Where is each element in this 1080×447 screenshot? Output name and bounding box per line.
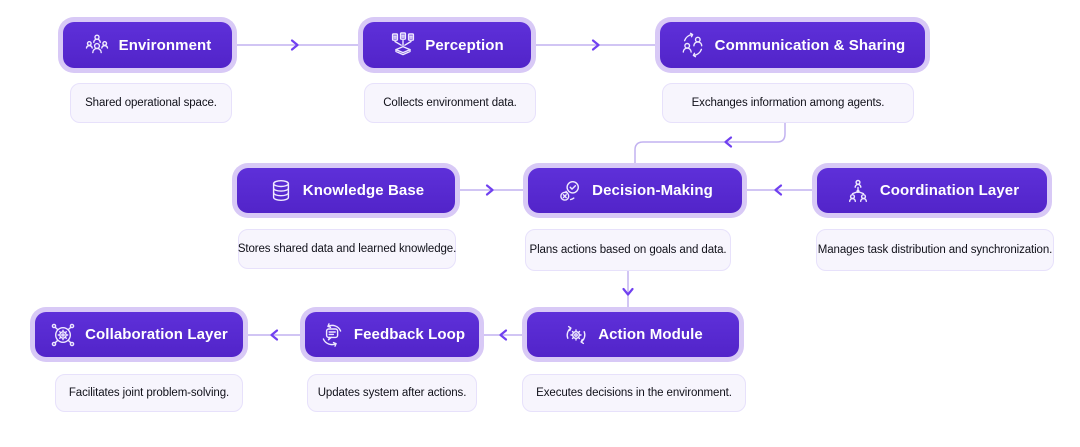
group-people-icon — [84, 32, 110, 58]
data-collection-icon — [390, 32, 416, 58]
database-icon — [268, 178, 294, 204]
node-coordination-layer[interactable]: Coordination Layer — [812, 163, 1052, 218]
node-perception[interactable]: Perception — [358, 17, 536, 73]
arrowhead-right-icon — [485, 184, 494, 196]
node-label: Coordination Layer — [879, 182, 1020, 199]
arrowhead-right-icon — [591, 39, 600, 51]
node-label: Environment — [118, 36, 212, 54]
node-environment[interactable]: Environment — [58, 17, 237, 73]
people-sync-icon — [680, 32, 706, 58]
org-chart-people-icon — [845, 178, 871, 204]
arrowhead-left-icon — [774, 184, 783, 196]
arrowhead-left-icon — [724, 136, 733, 148]
node-label: Action Module — [598, 326, 703, 343]
node-collaboration-layer[interactable]: Collaboration Layer — [30, 307, 248, 362]
description-feedback-loop: Updates system after actions. — [307, 374, 477, 412]
node-label: Collaboration Layer — [85, 326, 228, 343]
arrowhead-right-icon — [290, 39, 299, 51]
node-label: Knowledge Base — [302, 182, 425, 199]
gear-network-icon — [50, 322, 76, 348]
description-collaboration-layer: Facilitates joint problem-solving. — [55, 374, 243, 412]
node-decision-making[interactable]: Decision-Making — [523, 163, 747, 218]
node-knowledge-base[interactable]: Knowledge Base — [232, 163, 460, 218]
description-environment: Shared operational space. — [70, 83, 232, 123]
description-knowledge-base: Stores shared data and learned knowledge… — [238, 229, 456, 269]
description-action-module: Executes decisions in the environment. — [522, 374, 746, 412]
arrowhead-left-icon — [270, 329, 279, 341]
node-label: Perception — [425, 36, 504, 54]
node-communication-sharing[interactable]: Communication & Sharing — [655, 17, 930, 73]
arrowhead-left-icon — [499, 329, 508, 341]
description-coordination-layer: Manages task distribution and synchroniz… — [816, 229, 1054, 271]
node-label: Feedback Loop — [353, 326, 466, 343]
gear-refresh-icon — [563, 322, 589, 348]
arrowhead-down-icon — [622, 287, 634, 296]
description-decision-making: Plans actions based on goals and data. — [525, 229, 731, 271]
node-label: Decision-Making — [592, 182, 713, 199]
description-perception: Collects environment data. — [364, 83, 536, 123]
chat-refresh-icon — [319, 322, 345, 348]
node-action-module[interactable]: Action Module — [522, 307, 744, 362]
edge-communication-decision — [634, 123, 786, 163]
check-cross-cycle-icon — [557, 178, 583, 204]
node-label: Communication & Sharing — [714, 36, 906, 54]
description-communication-sharing: Exchanges information among agents. — [662, 83, 914, 123]
node-feedback-loop[interactable]: Feedback Loop — [300, 307, 484, 362]
